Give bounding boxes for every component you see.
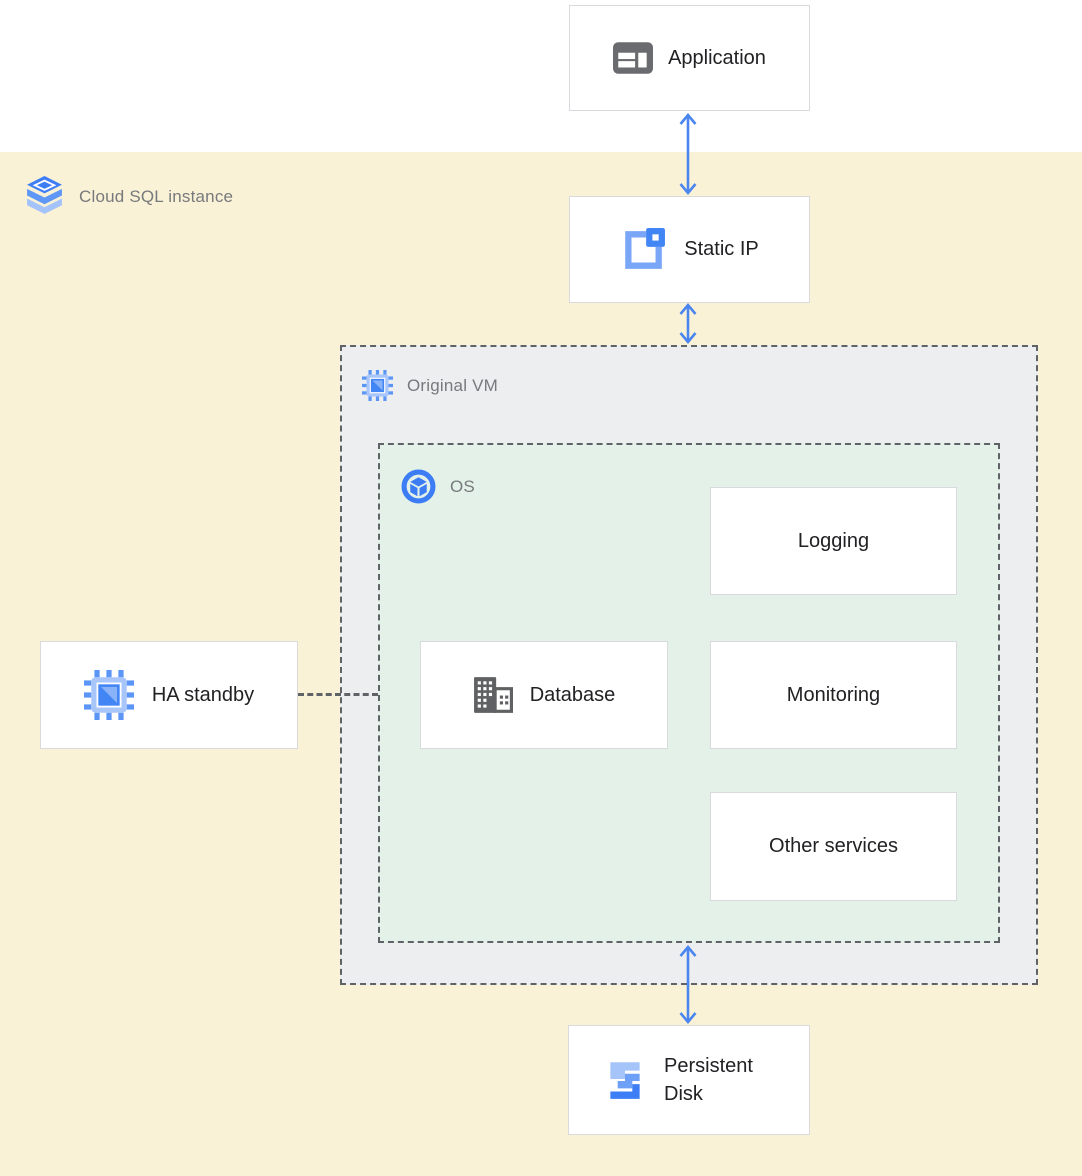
node-other-services-label: Other services — [769, 835, 898, 857]
compute-vm-icon — [362, 370, 393, 401]
compute-vm-icon — [83, 670, 134, 720]
database-icon — [473, 677, 513, 713]
static-ip-icon — [620, 227, 666, 273]
node-logging: Logging — [710, 487, 957, 595]
node-application: Application — [569, 5, 810, 111]
cloud-sql-region-label-text: Cloud SQL instance — [79, 186, 234, 206]
node-other-services: Other services — [710, 792, 957, 901]
node-static-ip-label: Static IP — [684, 238, 759, 260]
arrow-staticip-vm — [676, 302, 700, 345]
cloud-sql-icon — [26, 176, 63, 217]
arrow-os-persistent-disk — [676, 944, 700, 1025]
node-monitoring: Monitoring — [710, 641, 957, 749]
node-monitoring-label: Monitoring — [786, 683, 881, 706]
original-vm-region-label: Original VM — [362, 370, 498, 401]
node-persistent-disk-label: Persistent Disk — [664, 1055, 753, 1105]
os-image-icon — [401, 469, 436, 504]
node-application-label: Application — [668, 46, 766, 69]
application-icon — [613, 42, 654, 74]
node-database-label: Database — [529, 683, 616, 706]
os-region-label-text: OS — [450, 476, 475, 496]
arrow-application-staticip — [676, 112, 700, 196]
node-static-ip: Static IP — [569, 196, 810, 303]
node-ha-standby-label: HA standby — [151, 683, 255, 706]
original-vm-region-label-text: Original VM — [407, 375, 499, 395]
connector-ha-standby-os — [298, 693, 378, 696]
cloud-sql-region-label: Cloud SQL instance — [26, 176, 233, 217]
node-database: Database — [420, 641, 668, 749]
node-persistent-disk: Persistent Disk — [568, 1025, 810, 1135]
os-region-label: OS — [401, 469, 475, 504]
persistent-disk-icon — [602, 1057, 648, 1103]
node-ha-standby: HA standby — [40, 641, 298, 749]
node-logging-label: Logging — [797, 529, 870, 552]
